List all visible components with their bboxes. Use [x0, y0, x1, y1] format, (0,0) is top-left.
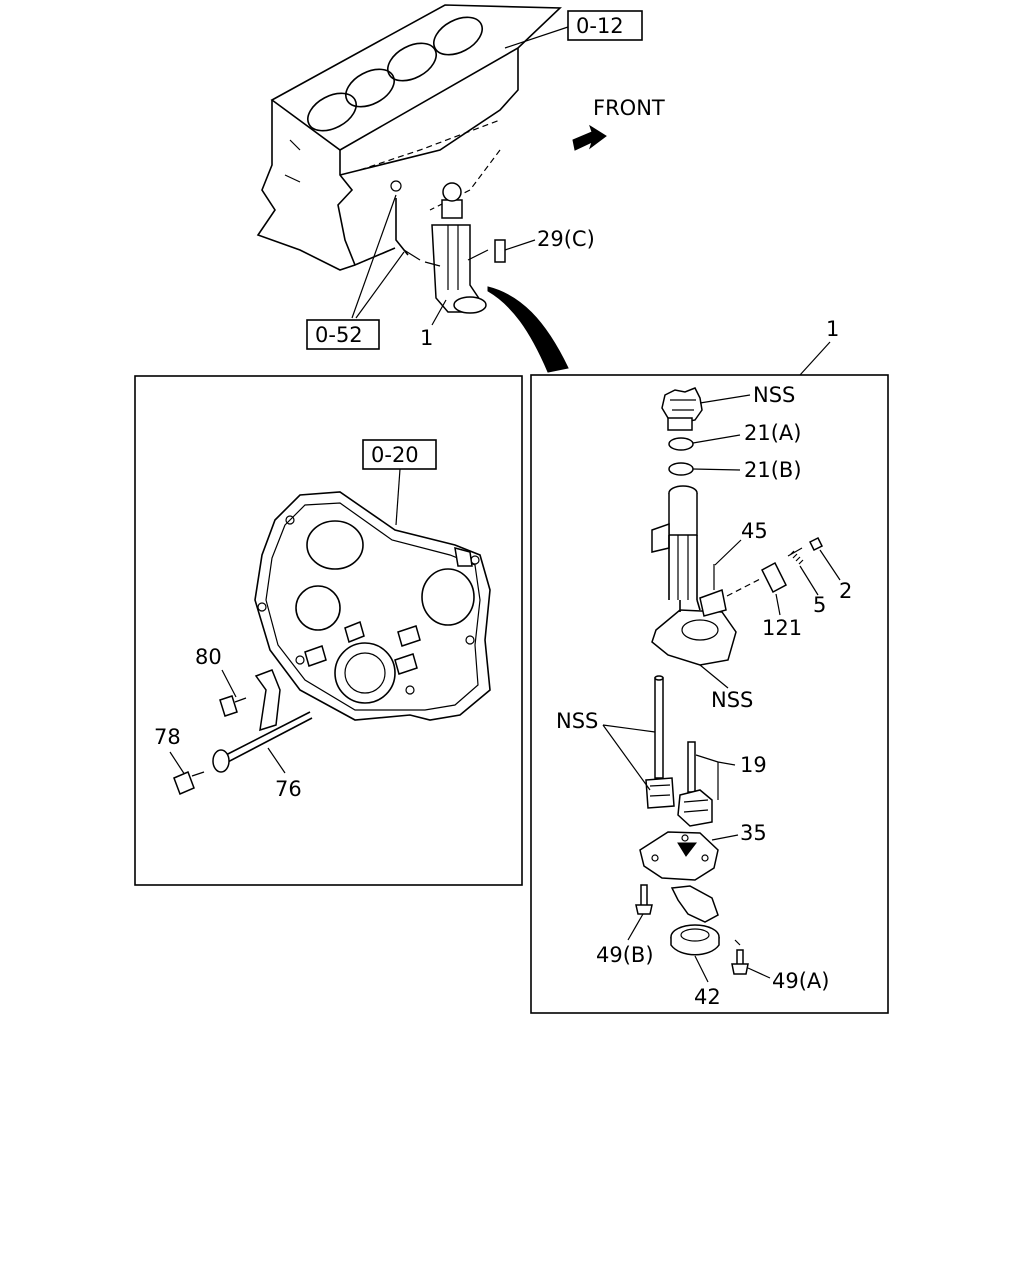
- bolt-49b-drawing: [635, 884, 653, 915]
- bolt-49a-drawing: [731, 939, 749, 975]
- part-label-29c[interactable]: 29(C): [537, 227, 595, 251]
- pump-body-drawing: [651, 485, 737, 666]
- part-label-121[interactable]: 121: [762, 616, 802, 640]
- part-label-45[interactable]: 45: [741, 519, 768, 543]
- part-label-76[interactable]: 76: [275, 777, 302, 801]
- part-label-nss-top[interactable]: NSS: [753, 383, 795, 407]
- spring-5-icon: [787, 547, 804, 565]
- front-direction-label: FRONT: [593, 96, 665, 120]
- o-ring-21b-icon: [668, 462, 694, 476]
- part-label-2[interactable]: 2: [839, 579, 852, 603]
- part-label-19[interactable]: 19: [740, 753, 767, 777]
- part-label-35[interactable]: 35: [740, 821, 767, 845]
- drive-gear-drawing: [661, 387, 703, 431]
- part-label-nss-gear[interactable]: NSS: [556, 709, 598, 733]
- driven-gear-drawing: [677, 741, 713, 827]
- timing-gear-case-drawing: [254, 491, 491, 721]
- timing-case-panel: [134, 375, 523, 886]
- drive-shaft-gear-drawing: [645, 675, 675, 809]
- ref-0-20[interactable]: 0-20: [371, 443, 419, 467]
- part-label-49a[interactable]: 49(A): [772, 969, 829, 993]
- detail-title-1[interactable]: 1: [826, 317, 839, 341]
- part-label-21b[interactable]: 21(B): [744, 458, 802, 482]
- oil-pump-detail-panel: [530, 374, 889, 1014]
- o-ring-21a-icon: [668, 437, 694, 451]
- ref-0-52[interactable]: 0-52: [315, 323, 363, 347]
- ref-0-12[interactable]: 0-12: [576, 14, 624, 38]
- detail-callout-arrow: [487, 286, 569, 373]
- part-label-49b[interactable]: 49(B): [596, 943, 654, 967]
- part-label-5[interactable]: 5: [813, 593, 826, 617]
- part-label-1-overview[interactable]: 1: [420, 326, 433, 350]
- oil-pump-overview-drawing: [390, 180, 506, 314]
- part-label-21a[interactable]: 21(A): [744, 421, 801, 445]
- part-label-78[interactable]: 78: [154, 725, 181, 749]
- pump-cover-drawing: [639, 831, 719, 881]
- part-label-80[interactable]: 80: [195, 645, 222, 669]
- plug-2-icon: [808, 536, 824, 552]
- engine-block-drawing: [256, 4, 562, 271]
- oil-strainer-drawing: [670, 885, 720, 956]
- part-label-nss-body[interactable]: NSS: [711, 688, 753, 712]
- part-label-42[interactable]: 42: [694, 985, 721, 1009]
- front-arrow-icon: [572, 124, 607, 151]
- plunger-121-icon: [761, 561, 787, 594]
